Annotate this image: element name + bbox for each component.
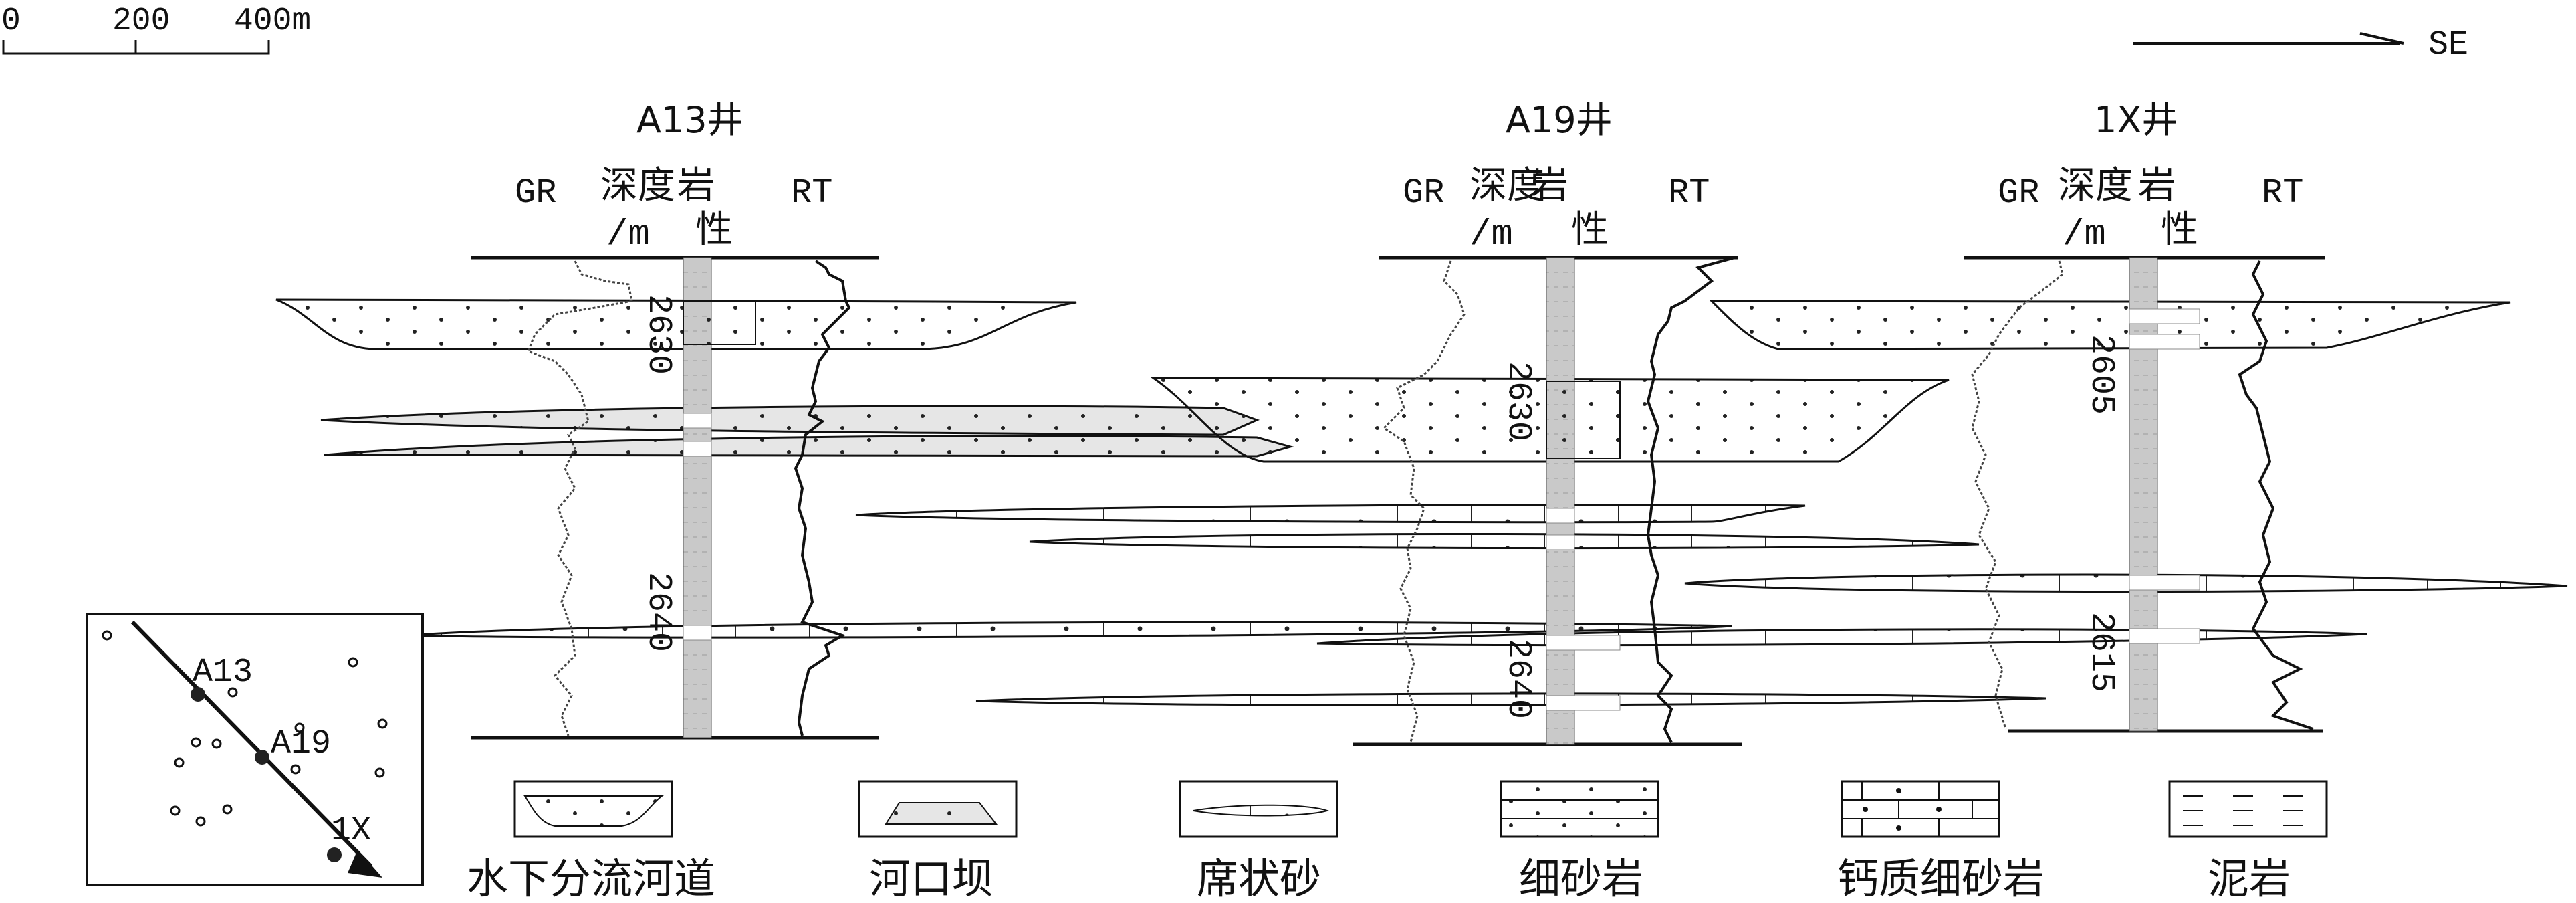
fine-sandstone-icon — [1500, 780, 1659, 838]
legend-label: 河口坝 — [869, 854, 993, 903]
sheet-sand-body — [975, 692, 2046, 706]
well-name: 1X井 — [2094, 99, 2178, 141]
legend-label: 钙质细砂岩 — [1837, 854, 2044, 903]
depth-tick-label: 2630 — [639, 294, 677, 375]
scale-bar: 0 200 400m — [1, 3, 311, 55]
legend-label: 细砂岩 — [1519, 854, 1643, 903]
lithology-header: 岩 — [2138, 164, 2176, 207]
legend-item-calcareous-sandstone: 钙质细砂岩 — [1837, 780, 2044, 903]
legend-label: 席状砂 — [1197, 854, 1321, 903]
legend-item-fine-sandstone: 细砂岩 — [1500, 780, 1659, 903]
well-name: A13井 — [636, 99, 743, 141]
depth-header: 深度 — [600, 164, 675, 207]
depth-tick-label: 2640 — [639, 572, 677, 652]
lithology-header-2: 性 — [1571, 208, 1609, 252]
well-a13: A13井 GR 深度 /m 岩 性 RT 2630 2640 — [471, 99, 879, 740]
depth-header: 深度 — [2058, 164, 2133, 207]
lithology-header-2: 性 — [2161, 208, 2198, 252]
fine-sandstone-interval — [1546, 381, 1621, 459]
gr-label: GR — [1998, 173, 2039, 213]
well-marker-1x — [327, 847, 342, 862]
mudstone-icon — [2168, 780, 2328, 838]
sheet-sand-body — [1029, 532, 1980, 550]
well-marker-a13 — [191, 687, 205, 702]
scale-tick-200: 200 — [112, 3, 170, 39]
depth-unit: /m — [1470, 215, 1513, 256]
sheet-sand-icon — [1193, 804, 1330, 817]
direction-arrow: SE — [2133, 26, 2468, 64]
direction-label: SE — [2428, 26, 2468, 64]
legend-item-mouth-bar: 河口坝 — [858, 780, 1018, 903]
legend-item-mudstone: 泥岩 — [2168, 780, 2328, 903]
depth-tick-label: 2605 — [2082, 334, 2120, 415]
mouth-bar-icon — [885, 802, 998, 825]
legend-item-channel: 水下分流河道 — [467, 780, 715, 903]
sheet-sand-body — [407, 621, 1732, 639]
channel-body — [1709, 300, 2511, 350]
depth-unit: /m — [606, 215, 650, 256]
gr-label: GR — [515, 173, 556, 213]
lithology-header: 岩 — [677, 164, 715, 207]
depth-header: 深度 — [1470, 164, 1544, 207]
rt-label: RT — [1668, 173, 1710, 213]
well-marker-a19 — [255, 750, 269, 765]
legend: 水下分流河道 河口坝 席状砂 细砂岩 — [467, 780, 2328, 903]
sand-bodies — [275, 298, 2568, 706]
map-label-a19: A19 — [271, 725, 331, 763]
scale-tick-400: 400m — [234, 3, 311, 39]
lithology-header-2: 性 — [695, 208, 733, 252]
map-label-1x: 1X — [331, 812, 371, 850]
map-label-a13: A13 — [193, 654, 253, 692]
gr-label: GR — [1403, 173, 1444, 213]
mouth-bar-body — [324, 435, 1294, 458]
depth-unit: /m — [2063, 215, 2106, 256]
lithology-header: 岩 — [1531, 164, 1568, 207]
depth-tick-label: 2630 — [1499, 361, 1537, 441]
legend-label: 泥岩 — [2208, 854, 2291, 903]
well-a19: A19井 GR 深度 /m 岩 性 RT 2630 2640 — [1353, 99, 1742, 746]
lithology-column — [1546, 257, 1575, 745]
channel-body — [275, 298, 1077, 350]
rt-label: RT — [791, 173, 832, 213]
well-1x: 1X井 GR 深度 /m 岩 性 RT 2605 2615 — [1964, 99, 2325, 733]
rt-label: RT — [2262, 173, 2303, 213]
scale-tick-0: 0 — [1, 3, 21, 39]
depth-tick-label: 2615 — [2082, 612, 2120, 692]
inset-map: A13 A19 1X — [86, 613, 424, 886]
well-name: A19井 — [1506, 99, 1613, 141]
sheet-sand-body — [855, 504, 1806, 524]
legend-item-sheet-sand: 席状砂 — [1179, 780, 1338, 903]
sheet-sand-body — [1684, 573, 2568, 593]
mouth-bar-body — [320, 405, 1260, 436]
depth-tick-label: 2640 — [1499, 639, 1537, 719]
fine-sandstone-interval — [683, 300, 756, 345]
legend-label: 水下分流河道 — [467, 854, 715, 903]
lithology-column — [2129, 257, 2158, 732]
channel-icon — [523, 795, 664, 827]
